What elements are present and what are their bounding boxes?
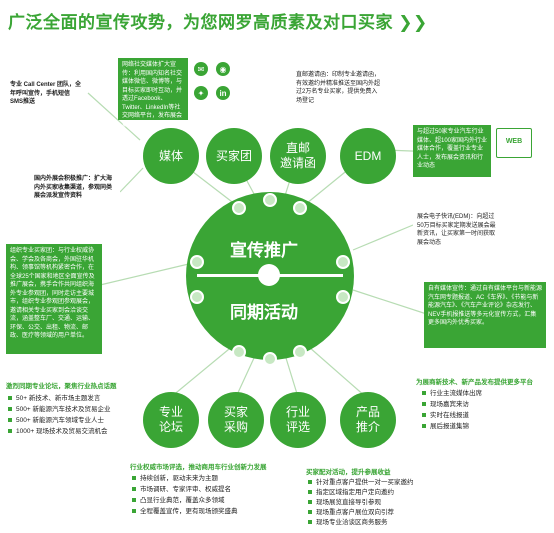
list-item: 市场调研、专家评审、权威提名 — [132, 484, 238, 495]
list-item: 针对重点客户提供一对一买家邀约 — [308, 478, 414, 488]
promotion-label: 宣传推广 — [230, 241, 298, 260]
ring-dot — [293, 345, 307, 359]
ring-dot — [190, 255, 204, 269]
list-item: 现场嘉宾来访 — [422, 399, 482, 410]
list-item: 展后报道集锦 — [422, 421, 482, 432]
forum-heading: 激烈同期专业论坛，聚焦行业热点话题 — [6, 383, 117, 390]
list-item: 500+ 新能源汽车技术及贸易企业 — [8, 404, 110, 415]
buyer-group-circle: 买家团 — [206, 128, 262, 184]
chevron-right-icon: ❯❯ — [398, 13, 428, 32]
list-item: 现场重点客户展位双向引荐 — [308, 508, 414, 518]
web-icon: WEB — [496, 128, 532, 158]
buyers-heading: 买家配对活动，提升参展收益 — [306, 469, 391, 476]
ring-dot — [336, 255, 350, 269]
ring-dot — [336, 290, 350, 304]
ring-dot — [232, 345, 246, 359]
center-hub — [258, 264, 280, 286]
selection-circle: 行业 评选 — [270, 392, 326, 448]
procurement-circle: 买家 采购 — [208, 392, 264, 448]
launch-heading: 为展商新技术、新产品发布提供更多平台 — [416, 379, 533, 386]
media-circle: 媒体 — [143, 128, 199, 184]
wechat-icon: ✉ — [194, 62, 208, 76]
list-item: 全程覆盖宣传，更有现场颁奖盛典 — [132, 506, 238, 517]
list-item: 1000+ 现场技术及贸易交流机会 — [8, 426, 110, 437]
own-media-box: 自有媒体宣传：通过自有媒体平台与新能源汽车网专题报道、AC《车界》、《节能与新能… — [424, 282, 546, 348]
list-item: 现场专业洽谈区商务服务 — [308, 518, 414, 528]
list-item: 指定区域指定用户定向邀约 — [308, 488, 414, 498]
forum-list: 50+ 新技术、新市场主题发言 500+ 新能源汽车技术及贸易企业 500+ 新… — [8, 393, 110, 437]
ring-dot — [263, 193, 277, 207]
page-title: 广泛全面的宣传攻势，为您网罗高质素及对口买家 ❯❯ — [8, 13, 428, 32]
call-center-note: 专业 Call Center 团队，全年呼叫宣传，手机短信SMS推送 — [6, 78, 86, 118]
list-item: 凸显行业典范，覆盖众多领域 — [132, 495, 238, 506]
domestic-buyers-note: 国内外展会积极推广：扩大海内外买家收集渠道，参观同类展会派发宣传资料 — [30, 172, 120, 206]
twitter-icon: ✦ — [194, 86, 208, 100]
weibo-icon: ◉ — [216, 62, 230, 76]
launch-list: 行业主流媒体出席 现场嘉宾来访 实时在线报道 展后报道集锦 — [422, 388, 482, 432]
selection-heading: 行业权威市场评选，推动商用车行业创新力发展 — [130, 464, 267, 471]
list-item: 行业主流媒体出席 — [422, 388, 482, 399]
linkedin-icon: in — [216, 86, 230, 100]
buyers-list: 针对重点客户提供一对一买家邀约 指定区域指定用户定向邀约 现场展览直接导引参观 … — [308, 478, 414, 528]
social-icons: ✉ ◉ ✦ in — [192, 60, 238, 116]
buyer-group-box: 组织专业买家团：与行业权威协会、学会及各商会，外国驻华机构、领事馆等机构紧密合作… — [6, 244, 102, 354]
list-item: 现场展览直接导引参观 — [308, 498, 414, 508]
social-media-box: 网络社交媒体扩大宣传：利用国内知名社交媒体微信、微博等，与目标买家即时互动，并透… — [118, 58, 188, 128]
launch-circle: 产品 推介 — [340, 392, 396, 448]
edm-circle: EDM — [340, 128, 396, 184]
list-item: 500+ 新能源汽车领域专业人士 — [8, 415, 110, 426]
ring-dot — [232, 201, 246, 215]
list-item: 50+ 新技术、新市场主题发言 — [8, 393, 110, 404]
list-item: 实时在线报道 — [422, 410, 482, 421]
ring-dot — [190, 290, 204, 304]
direct-mail-circle: 直邮 邀请函 — [270, 128, 326, 184]
activities-label: 同期活动 — [230, 303, 298, 322]
ring-dot — [263, 352, 277, 366]
selection-list: 持续创新，驱动未来为主题 市场调研、专家评审、权威提名 凸显行业典范，覆盖众多领… — [132, 473, 238, 517]
direct-mail-note: 直邮邀请函：印制专业邀请函，有效邀约并精准推送至国内外超过2万名专业买家，提供免… — [292, 68, 384, 108]
list-item: 持续创新，驱动未来为主题 — [132, 473, 238, 484]
edm-mail-note: 展会电子快讯(EDM)：向超过50万目标买家定期发送展会最新资讯，让买家第一时间… — [413, 210, 503, 256]
industry-media-box: 与超过50家专业汽车行业媒体、超100家国内外行业媒体合作，覆盖行业专业人士，发… — [413, 125, 491, 177]
ring-dot — [293, 201, 307, 215]
forum-circle: 专业 论坛 — [143, 392, 199, 448]
